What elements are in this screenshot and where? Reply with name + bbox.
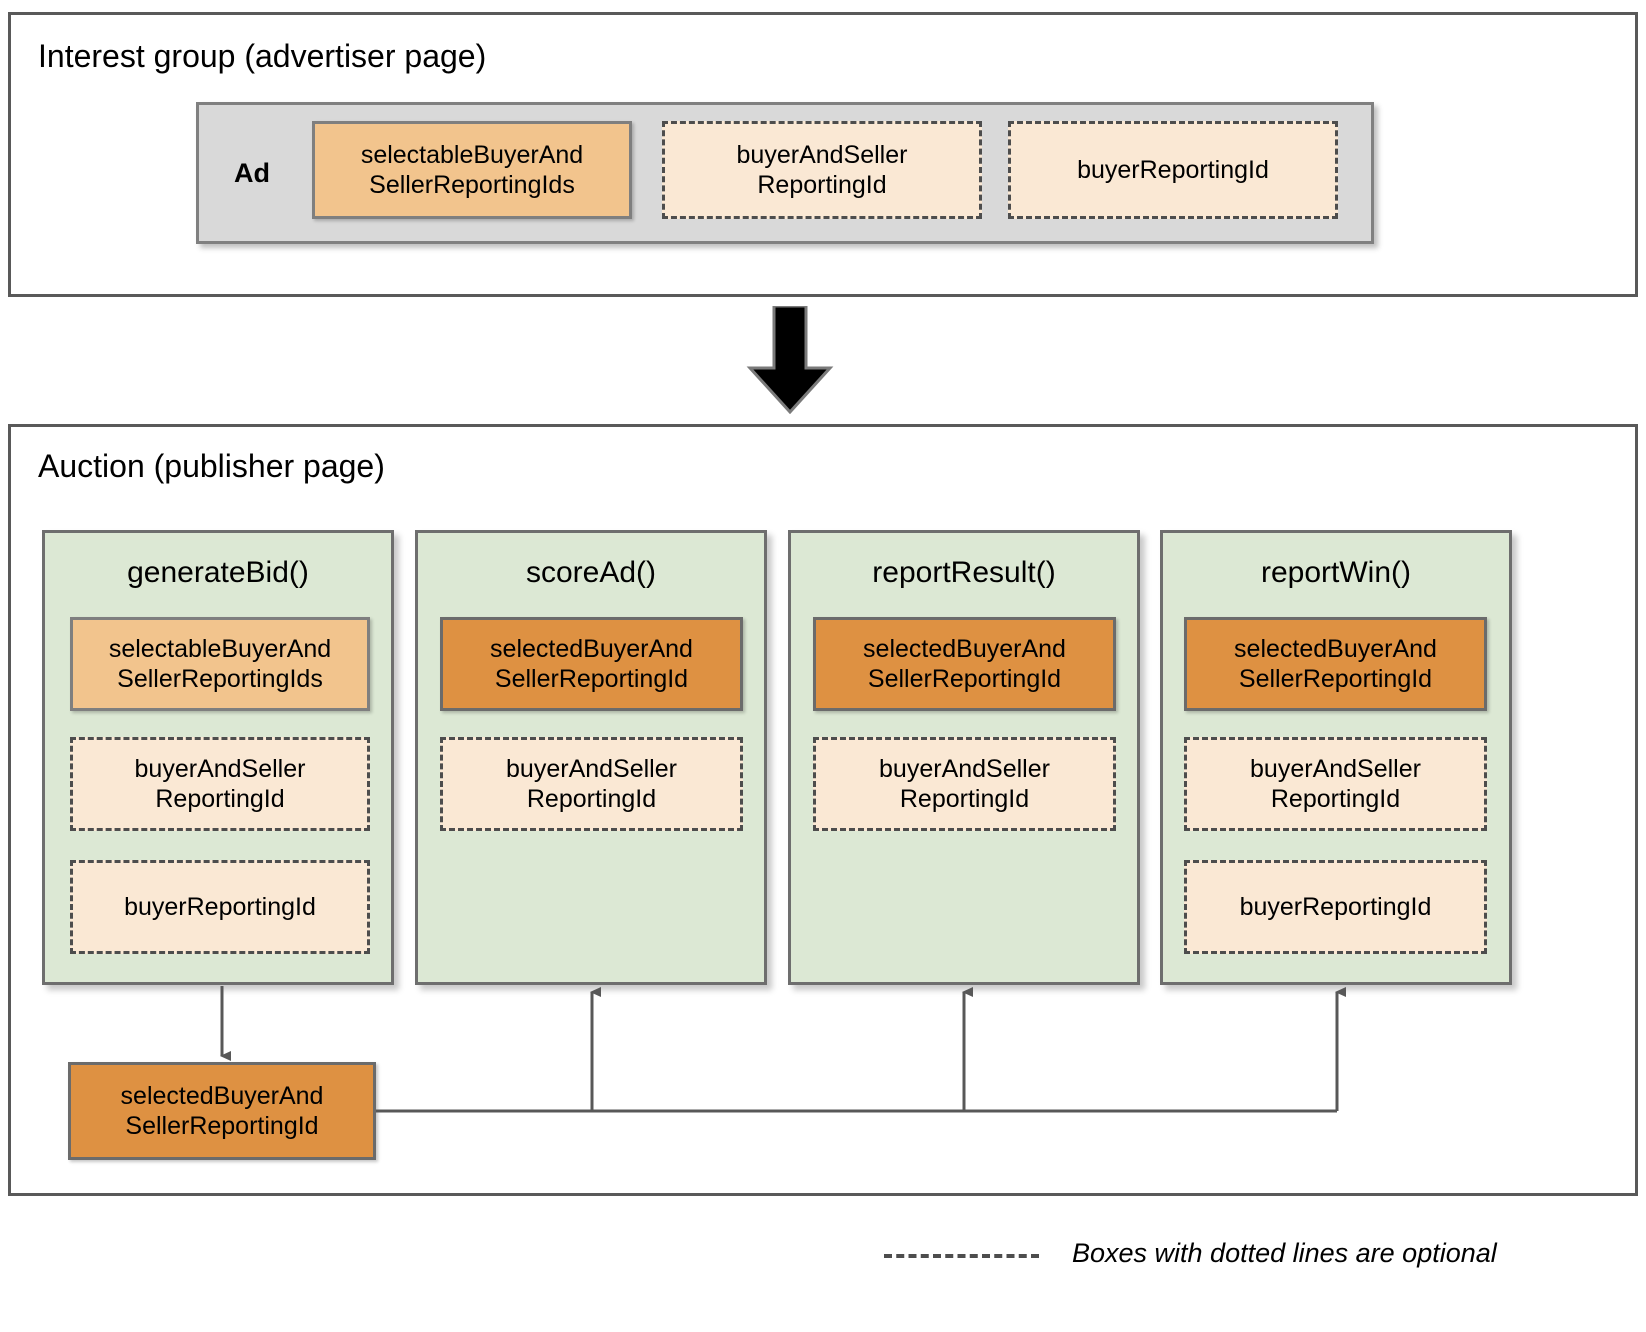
report-result-box-buyer-and-seller-reporting-id[interactable]: buyerAndSeller ReportingId xyxy=(813,737,1116,831)
ad-label: Ad xyxy=(234,158,270,188)
score-ad-box-label-1: buyerAndSeller ReportingId xyxy=(506,754,677,814)
generate-bid-box-label-2: buyerReportingId xyxy=(124,892,316,921)
function-title-generate-bid: generateBid() xyxy=(127,556,309,589)
output-box-label: selectedBuyerAnd SellerReportingId xyxy=(120,1081,324,1141)
report-win-box-label-0: selectedBuyerAnd SellerReportingId xyxy=(1234,634,1437,694)
ig-box-label-2: buyerReportingId xyxy=(1077,155,1269,184)
output-box-selected-buyer-and-seller-reporting-id[interactable]: selectedBuyerAnd SellerReportingId xyxy=(68,1062,376,1160)
interest-group-title: Interest group (advertiser page) xyxy=(38,38,487,74)
score-ad-box-buyer-and-seller-reporting-id[interactable]: buyerAndSeller ReportingId xyxy=(440,737,743,831)
report-win-box-buyer-reporting-id[interactable]: buyerReportingId xyxy=(1184,860,1487,954)
ig-box-selectable-buyer-and-seller-reporting-ids[interactable]: selectableBuyerAnd SellerReportingIds xyxy=(312,121,632,219)
generate-bid-box-buyer-and-seller-reporting-id[interactable]: buyerAndSeller ReportingId xyxy=(70,737,370,831)
generate-bid-box-buyer-reporting-id[interactable]: buyerReportingId xyxy=(70,860,370,954)
report-result-box-selected-buyer-and-seller-reporting-id[interactable]: selectedBuyerAnd SellerReportingId xyxy=(813,617,1116,711)
auction-title: Auction (publisher page) xyxy=(38,448,385,484)
legend-dashed-sample xyxy=(884,1254,1039,1258)
report-win-box-label-1: buyerAndSeller ReportingId xyxy=(1250,754,1421,814)
score-ad-box-selected-buyer-and-seller-reporting-id[interactable]: selectedBuyerAnd SellerReportingId xyxy=(440,617,743,711)
function-title-report-result: reportResult() xyxy=(872,556,1056,589)
generate-bid-box-label-0: selectableBuyerAnd SellerReportingIds xyxy=(108,634,332,694)
function-title-report-win: reportWin() xyxy=(1260,556,1411,589)
report-win-box-label-2: buyerReportingId xyxy=(1239,892,1432,921)
flow-down-arrow-icon xyxy=(746,306,834,414)
generate-bid-box-label-1: buyerAndSeller ReportingId xyxy=(134,754,306,814)
ig-box-buyer-reporting-id[interactable]: buyerReportingId xyxy=(1008,121,1338,219)
score-ad-box-label-0: selectedBuyerAnd SellerReportingId xyxy=(490,634,693,694)
report-win-box-selected-buyer-and-seller-reporting-id[interactable]: selectedBuyerAnd SellerReportingId xyxy=(1184,617,1487,711)
report-result-box-label-0: selectedBuyerAnd SellerReportingId xyxy=(863,634,1066,694)
ig-box-buyer-and-seller-reporting-id[interactable]: buyerAndSeller ReportingId xyxy=(662,121,982,219)
legend-label: Boxes with dotted lines are optional xyxy=(1072,1238,1497,1268)
generate-bid-box-selectable-buyer-and-seller-reporting-ids[interactable]: selectableBuyerAnd SellerReportingIds xyxy=(70,617,370,711)
ig-box-label-0: selectableBuyerAnd SellerReportingIds xyxy=(360,140,584,200)
function-title-score-ad: scoreAd() xyxy=(525,556,657,589)
report-win-box-buyer-and-seller-reporting-id[interactable]: buyerAndSeller ReportingId xyxy=(1184,737,1487,831)
ig-box-label-1: buyerAndSeller ReportingId xyxy=(736,140,908,200)
report-result-box-label-1: buyerAndSeller ReportingId xyxy=(879,754,1050,814)
